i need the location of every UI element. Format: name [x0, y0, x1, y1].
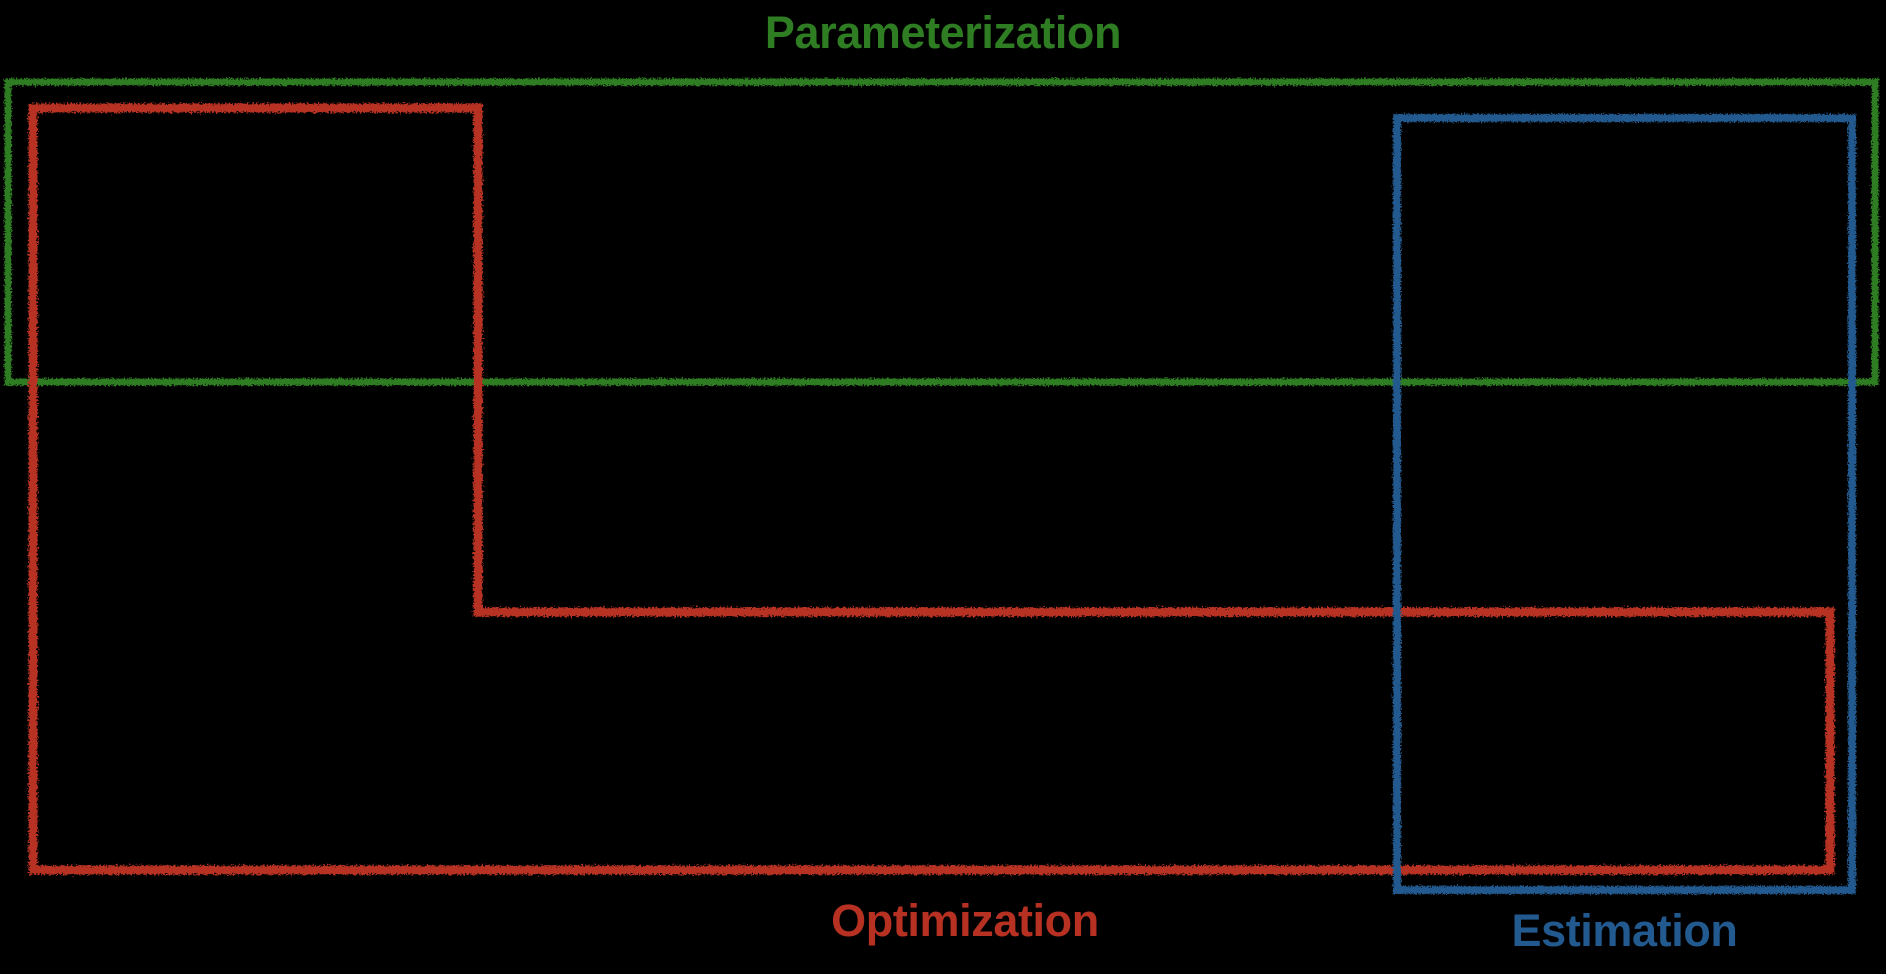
- region-label-optimization: Optimization: [831, 895, 1099, 946]
- region-outline-parameterization: [4, 78, 1879, 386]
- region-label-parameterization: Parameterization: [764, 7, 1122, 58]
- region-outline-estimation: [1393, 114, 1856, 894]
- region-outline-optimization: [28, 103, 1835, 875]
- region-label-estimation: Estimation: [1511, 905, 1738, 956]
